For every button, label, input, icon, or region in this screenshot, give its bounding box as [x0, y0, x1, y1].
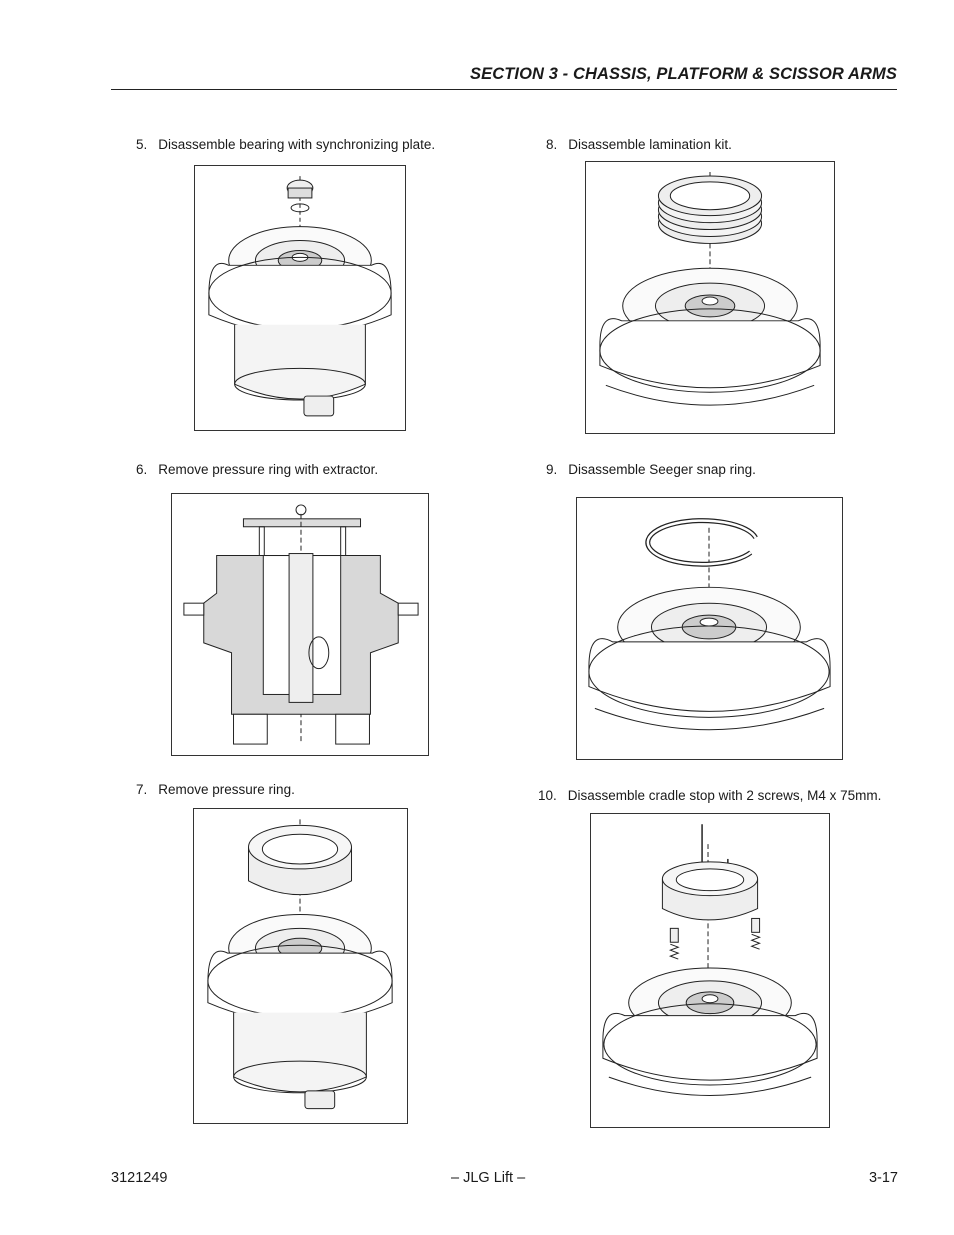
step-text: Disassemble lamination kit. — [568, 137, 732, 152]
header-rule — [111, 89, 897, 90]
step-number: 7. — [136, 782, 148, 797]
step-text: Remove pressure ring. — [158, 782, 295, 797]
figure-pressure-ring — [193, 808, 408, 1124]
step-9: 9. Disassemble Seeger snap ring. — [546, 462, 756, 477]
step-number: 8. — [546, 137, 558, 152]
footer-brand: – JLG Lift – — [451, 1170, 526, 1186]
step-number: 6. — [136, 462, 148, 477]
step-text: Disassemble bearing with synchronizing p… — [158, 137, 436, 152]
footer-doc-number: 3121249 — [111, 1170, 168, 1186]
step-10: 10. Disassemble cradle stop with 2 screws… — [538, 788, 881, 803]
step-text: Remove pressure ring with extractor. — [158, 462, 379, 477]
step-number: 5. — [136, 137, 148, 152]
step-text: Disassemble cradle stop with 2 screws, M… — [567, 788, 882, 803]
step-text: Disassemble Seeger snap ring. — [568, 462, 756, 477]
figure-cradle-stop — [590, 813, 830, 1128]
step-7: 7. Remove pressure ring. — [136, 782, 295, 797]
figure-extractor-cross-section — [171, 493, 429, 756]
step-number: 10. — [538, 788, 557, 803]
figure-seeger-snap-ring — [576, 497, 843, 760]
figure-bearing-sync-plate — [194, 165, 406, 431]
step-number: 9. — [546, 462, 558, 477]
step-6: 6. Remove pressure ring with extractor. — [136, 462, 378, 477]
step-5: 5. Disassemble bearing with synchronizing… — [136, 137, 435, 152]
footer-page-number: 3-17 — [868, 1170, 898, 1186]
section-title: SECTION 3 - CHASSIS, PLATFORM & SCISSOR … — [469, 65, 897, 83]
step-8: 8. Disassemble lamination kit. — [546, 137, 732, 152]
figure-lamination-kit — [585, 161, 835, 434]
